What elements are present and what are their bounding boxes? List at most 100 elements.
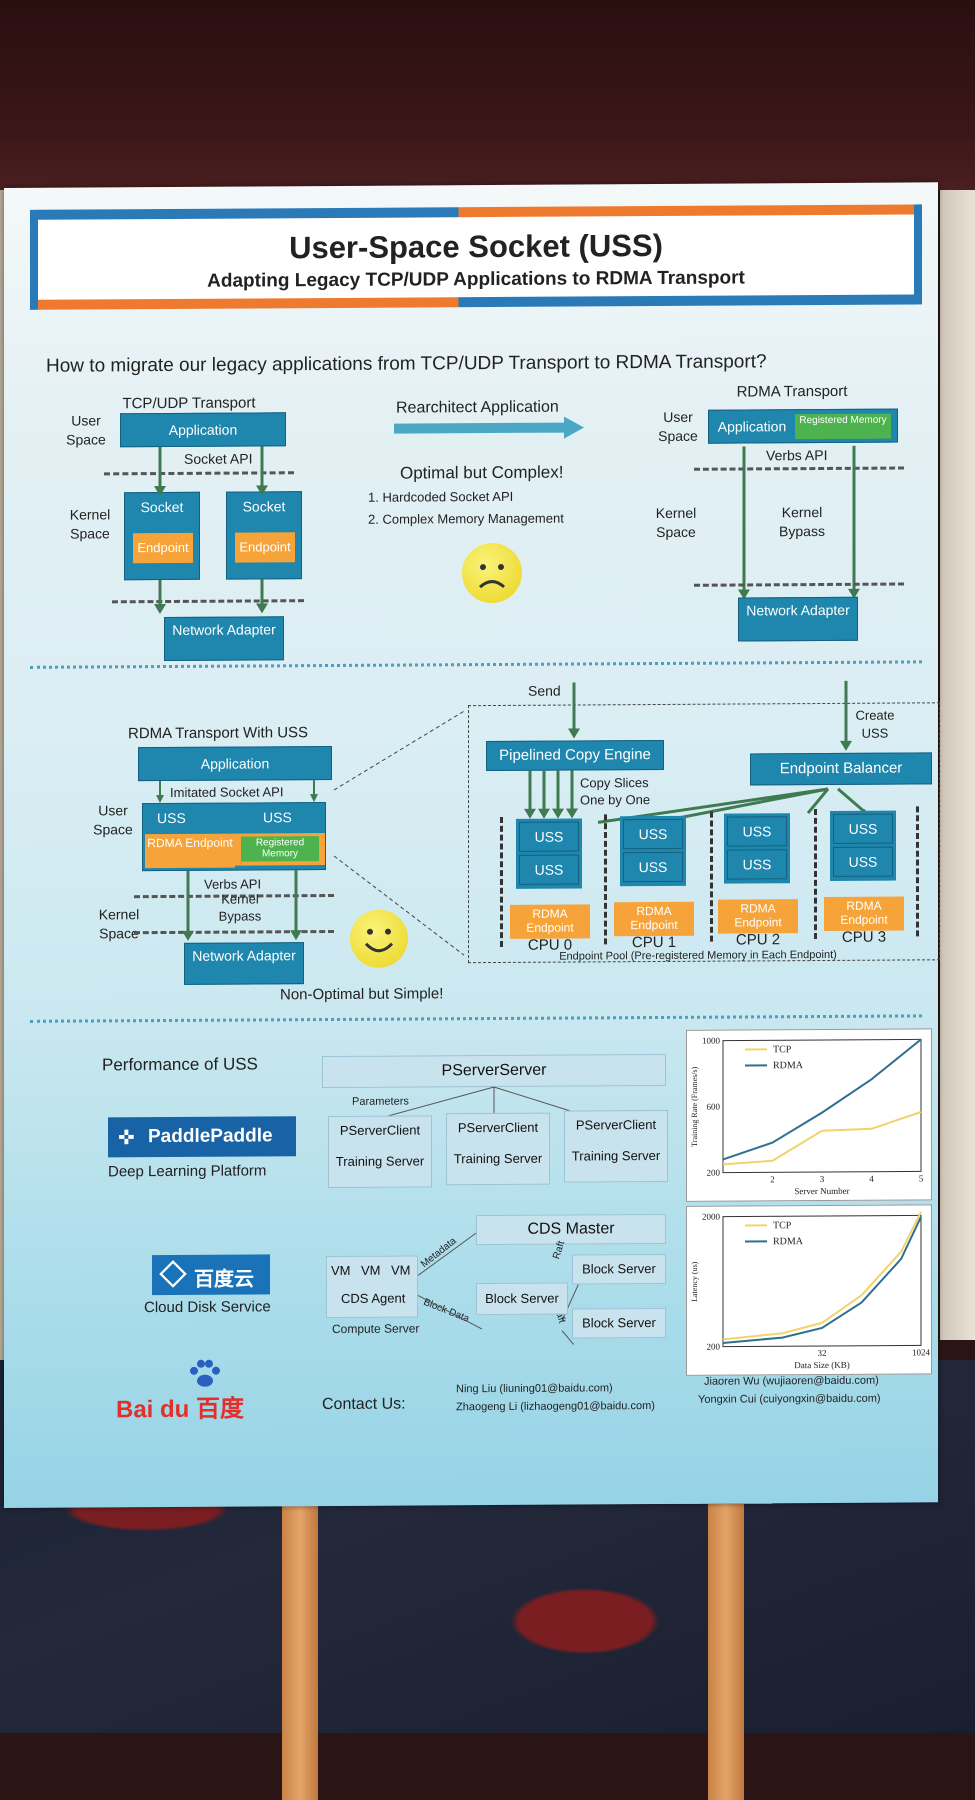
chart-1-ytick-0: 200 [707, 1342, 721, 1352]
block-server-primary: Block Server [476, 1283, 568, 1316]
cpu2-uss-1: USS [727, 816, 787, 846]
non-optimal-label: Non-Optimal but Simple! [280, 985, 443, 1003]
cpu3-label: CPU 3 [824, 929, 904, 946]
cds-agent-label: CDS Agent [341, 1291, 405, 1306]
pserver-box: PServerServer [322, 1054, 666, 1088]
pool-label: Endpoint Pool (Pre-registered Memory in … [518, 949, 878, 963]
poster-subtitle: Adapting Legacy TCP/UDP Applications to … [38, 266, 914, 293]
compute-server-box: VM VM VM CDS Agent [326, 1255, 418, 1318]
title-stripe-top [38, 204, 914, 219]
chart-0-ytick-2: 1000 [702, 1036, 720, 1046]
pserver-client-1-label: PServerClient [329, 1116, 431, 1138]
contact-4: Yongxin Cui (cuiyongxin@baidu.com) [698, 1393, 881, 1406]
poster-title: User-Space Socket (USS) [38, 226, 914, 267]
baidu-logo-text: Bai du 百度 [116, 1396, 244, 1424]
chart-0-ytick-0: 200 [707, 1168, 721, 1178]
chart-0-xtick-1: 3 [820, 1174, 825, 1184]
chart-0-ytick-1: 600 [707, 1102, 721, 1112]
section-divider-1 [30, 660, 922, 668]
cpu2-label: CPU 2 [718, 931, 798, 948]
cpu1-uss-1: USS [623, 819, 683, 849]
section-divider-2 [30, 1014, 922, 1022]
background-wall-right [940, 190, 975, 1340]
tcp-arrows [104, 441, 304, 622]
cpu0-rdma-endpoint: RDMA Endpoint [510, 904, 590, 938]
cloud-logo-text: 百度云 [194, 1262, 254, 1291]
rdma-title: RDMA Transport [722, 383, 862, 401]
contact-label: Contact Us: [322, 1396, 406, 1415]
network-adapter-box: Network Adapter [164, 616, 284, 661]
paddle-logo-icon: ✜ [118, 1125, 135, 1150]
chart-1-ylabel: Latency (us) [690, 1261, 699, 1302]
rdma-network-adapter-box: Network Adapter [738, 597, 858, 642]
cpu0-uss-stack: USS USS [516, 818, 582, 888]
zoom-lines [324, 705, 474, 966]
reason-1: 1. Hardcoded Socket API [368, 489, 513, 505]
rdma-application-box: Application Registered Memory [708, 409, 898, 444]
performance-label: Performance of USS [102, 1054, 258, 1075]
background-wall [0, 0, 975, 190]
cpu-divider-3 [814, 809, 817, 939]
cpu0-uss-2: USS [519, 854, 579, 884]
compute-server-label: Compute Server [332, 1321, 419, 1336]
cpu1-rdma-endpoint: RDMA Endpoint [614, 902, 694, 936]
chart-1-legend-0: TCP [773, 1220, 792, 1231]
poster: User-Space Socket (USS) Adapting Legacy … [4, 182, 938, 1508]
uss-kernel-space-label: Kernel Space [94, 905, 144, 943]
cpu1-uss-2: USS [623, 852, 683, 882]
cloud-subtitle: Cloud Disk Service [144, 1298, 271, 1316]
vm-2: VM [361, 1263, 381, 1278]
chart-1-series-tcp [723, 1212, 921, 1340]
cpu3-uss-1: USS [833, 814, 893, 844]
easel-leg-left [282, 1500, 318, 1800]
chart-1-series-rdma [723, 1217, 921, 1343]
block-server-3: Block Server [572, 1308, 666, 1339]
contact-2: Zhaogeng Li (lizhaogeng01@baidu.com) [456, 1400, 655, 1413]
chart-0-ylabel: Training Rate (Frames/s) [690, 1066, 699, 1147]
cloud-logo-icon [159, 1260, 187, 1288]
rdma-registered-memory: Registered Memory [795, 414, 891, 440]
contact-3: Jiaoren Wu (wujiaoren@baidu.com) [704, 1375, 879, 1388]
optimal-label: Optimal but Complex! [400, 463, 563, 484]
chart-0-xtick-0: 2 [770, 1174, 775, 1184]
uss-user-space-label: User Space [88, 801, 138, 839]
chart-1-ytick-1: 2000 [702, 1212, 720, 1222]
baidu-cloud-logo: 百度云 [152, 1254, 270, 1295]
cpu2-uss-stack: USS USS [724, 813, 790, 883]
cpu-divider-0 [500, 817, 503, 947]
sad-face-icon [462, 543, 522, 603]
training-server-1-label: Training Server [329, 1137, 431, 1169]
baidu-paw-icon [188, 1359, 218, 1381]
chart-0-series-rdma [723, 1039, 921, 1159]
baidu-logo: Bai du 百度 [116, 1389, 244, 1425]
reason-2: 2. Complex Memory Management [368, 511, 564, 527]
rdma-user-space-label: User Space [652, 408, 704, 446]
pserver-client-1: PServerClient Training Server [328, 1115, 432, 1188]
paddle-logo: ✜ PaddlePaddle [108, 1116, 296, 1157]
pserver-client-3: PServerClient Training Server [564, 1110, 668, 1183]
chart-1-xlabel: Data Size (KB) [794, 1360, 849, 1370]
pserver-client-2: PServerClient Training Server [446, 1113, 550, 1186]
vm-1: VM [331, 1263, 351, 1278]
cpu-divider-1 [604, 814, 607, 944]
chart-1-xtick-1: 1024 [912, 1347, 930, 1357]
uss-title: RDMA Transport With USS [128, 724, 308, 742]
rdma-application-label: Application [713, 418, 791, 434]
chart-0-series-tcp [723, 1112, 921, 1164]
cpu-divider-4 [916, 806, 919, 936]
cpu1-label: CPU 1 [614, 934, 694, 951]
cpu3-uss-stack: USS USS [830, 811, 896, 881]
easel-leg-right [708, 1500, 744, 1800]
pserver-client-2-label: PServerClient [447, 1114, 549, 1136]
cpu0-uss-1: USS [519, 821, 579, 851]
chart-1-legend-1: RDMA [773, 1236, 804, 1247]
cpu-divider-2 [710, 812, 713, 942]
contact-1: Ning Liu (liuning01@baidu.com) [456, 1382, 613, 1395]
pserver-client-3-label: PServerClient [565, 1111, 667, 1133]
cpu3-rdma-endpoint: RDMA Endpoint [824, 897, 904, 931]
vm-3: VM [391, 1263, 411, 1278]
